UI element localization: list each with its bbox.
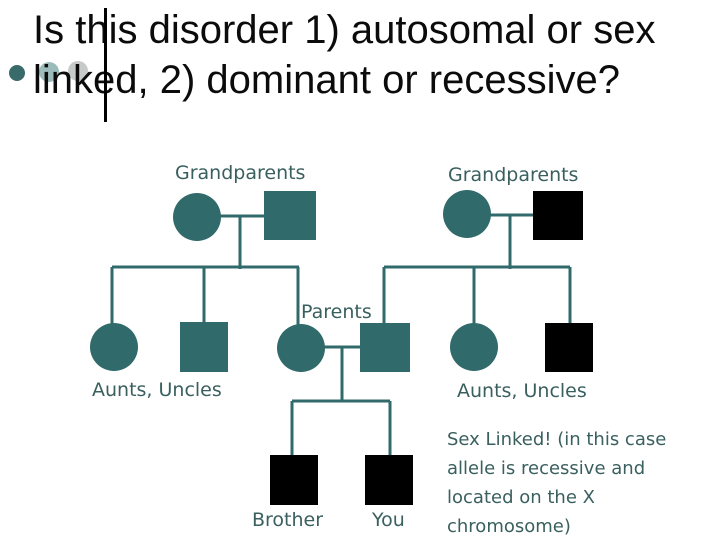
bullet-dot-dark-teal-icon <box>9 65 25 81</box>
label-aunts-uncles-right: Aunts, Uncles <box>457 380 587 402</box>
vertical-accent-line <box>104 8 107 122</box>
pedigree-you <box>365 455 413 505</box>
pedigree-aunt-right <box>450 323 498 371</box>
pedigree-brother <box>270 455 318 505</box>
label-you: You <box>372 509 405 531</box>
slide-title-line2: linked, 2) dominant or recessive? <box>33 58 620 102</box>
label-grandparents-right: Grandparents <box>448 164 579 186</box>
label-brother: Brother <box>252 509 324 531</box>
pedigree-grandmother-right <box>443 190 491 238</box>
answer-note: Sex Linked! (in this case allele is rece… <box>447 429 667 537</box>
slide-title: Is this disorder 1) autosomal or sex lin… <box>33 5 713 105</box>
pedigree-father <box>360 323 410 372</box>
slide-title-line1: Is this disorder 1) autosomal or sex <box>33 8 656 52</box>
pedigree-grandmother-left <box>173 193 221 241</box>
pedigree-aunt-left <box>90 323 138 371</box>
pedigree-mother <box>277 324 325 372</box>
label-aunts-uncles-left: Aunts, Uncles <box>92 379 222 401</box>
pedigree-grandfather-right <box>533 191 583 240</box>
pedigree-uncle-left <box>180 322 228 372</box>
label-parents: Parents <box>301 301 372 323</box>
bullet-dot-light-teal-icon <box>39 62 59 82</box>
pedigree-uncle-right <box>545 323 593 372</box>
bullet-dot-gray-icon <box>68 61 88 81</box>
pedigree-grandfather-left <box>264 191 316 240</box>
label-grandparents-left: Grandparents <box>175 162 306 184</box>
